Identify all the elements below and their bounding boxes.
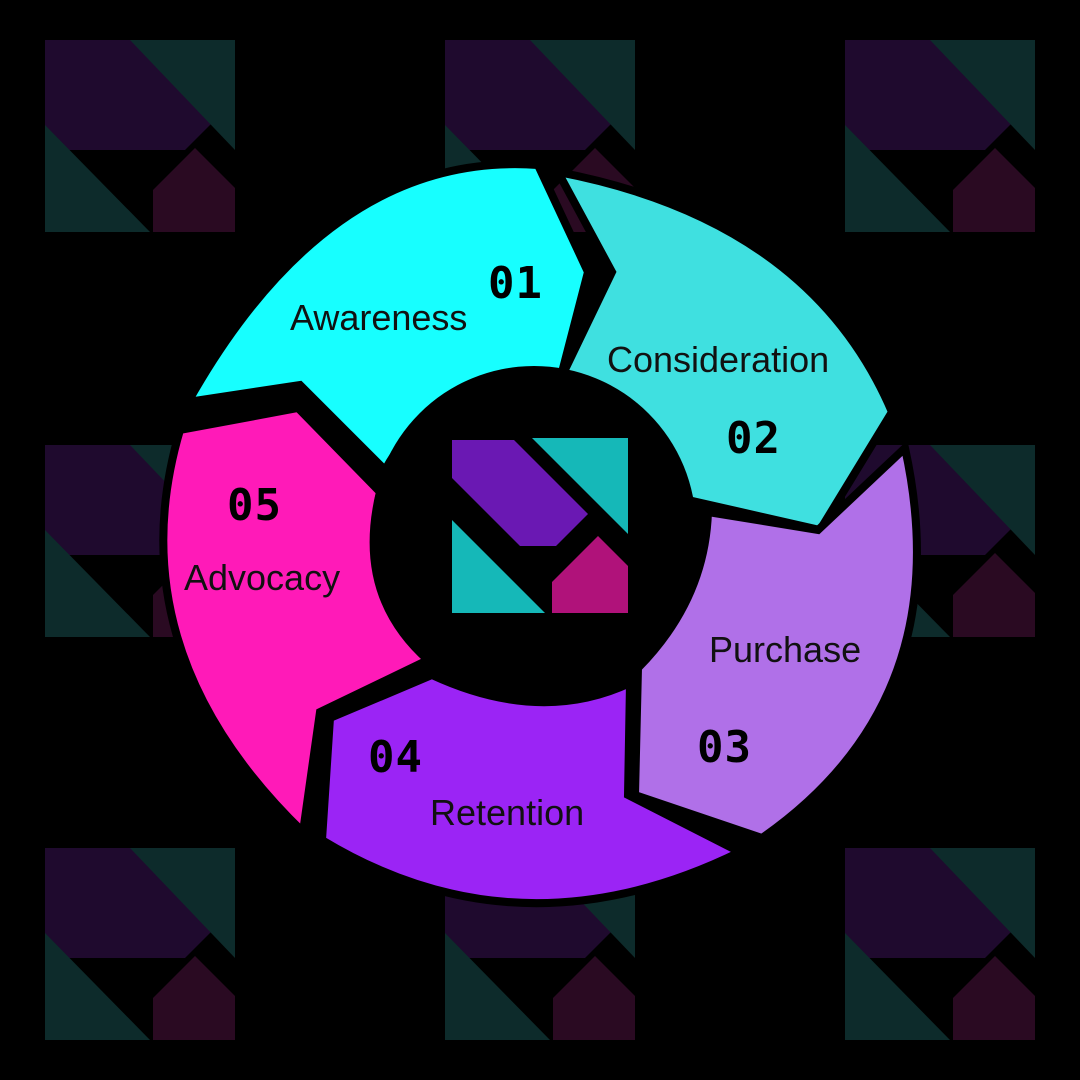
logo-magenta-block (552, 536, 628, 613)
x-pattern-shape (953, 148, 1035, 232)
stage-label-awareness: Awareness (290, 297, 467, 338)
logo-purple-bar (452, 440, 588, 546)
stage-label-retention: Retention (430, 792, 584, 833)
stage-number-01: 01 (488, 258, 543, 309)
logo-teal-triangle-top (532, 438, 628, 534)
segment-purchase (630, 440, 921, 843)
stage-number-03: 03 (697, 722, 752, 773)
x-pattern-shape (953, 553, 1035, 637)
stage-number-05: 05 (227, 480, 282, 531)
x-pattern-shape (45, 933, 150, 1040)
x-pattern-shape (530, 40, 635, 150)
x-pattern-shape (930, 445, 1035, 555)
stage-number-04: 04 (368, 732, 423, 783)
x-pattern-tile (45, 40, 235, 232)
x-pattern-shape (130, 40, 235, 150)
x-pattern-shape (153, 148, 235, 232)
stage-label-consideration: Consideration (607, 339, 829, 380)
stage-number-02: 02 (726, 413, 781, 464)
stage-label-advocacy: Advocacy (184, 557, 340, 598)
x-pattern-tile (845, 40, 1035, 232)
x-pattern-shape (930, 40, 1035, 150)
segment-retention (317, 670, 749, 908)
x-pattern-shape (553, 956, 635, 1040)
x-pattern-shape (845, 933, 950, 1040)
segment-advocacy (159, 403, 436, 841)
x-pattern-shape (845, 125, 950, 232)
x-pattern-shape (130, 848, 235, 958)
x-pattern-shape (45, 125, 150, 232)
x-pattern-shape (953, 956, 1035, 1040)
stage-label-purchase: Purchase (709, 629, 861, 670)
x-pattern-shape (930, 848, 1035, 958)
brand-logo-icon (452, 438, 628, 613)
x-pattern-shape (153, 956, 235, 1040)
x-pattern-tile (845, 848, 1035, 1040)
logo-teal-triangle-bottom (452, 520, 545, 613)
cycle-ring (159, 160, 921, 908)
x-pattern-tile (45, 848, 235, 1040)
x-pattern-shape (445, 933, 550, 1040)
x-pattern-shape (45, 530, 150, 637)
